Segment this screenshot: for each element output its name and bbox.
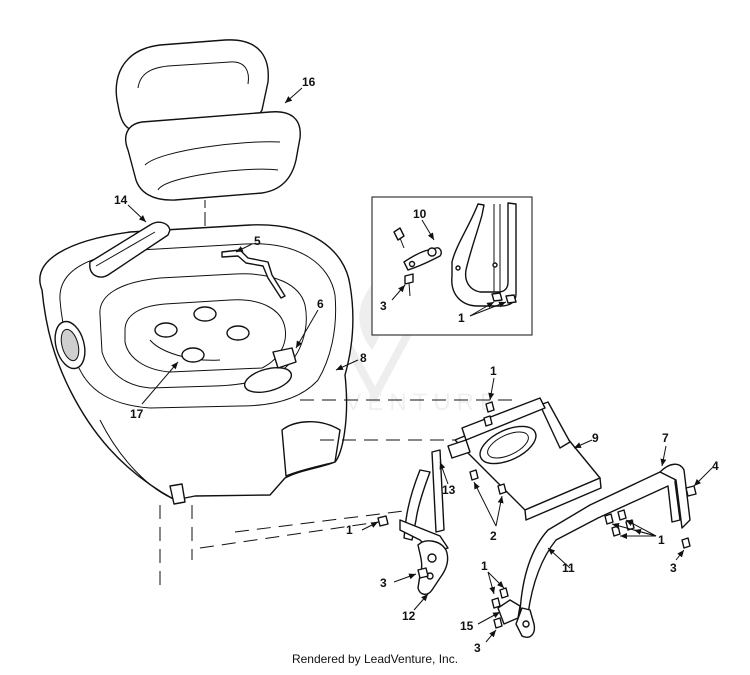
callout-1-right: 1 <box>658 533 665 547</box>
hinge-12-part <box>417 540 449 595</box>
callout-1-bottom: 1 <box>481 559 488 573</box>
bracket-15-part <box>491 587 521 629</box>
bracket-13-part <box>399 449 449 556</box>
callout-2: 2 <box>490 529 497 543</box>
footer-credit: Rendered by LeadVenture, Inc. <box>291 652 459 666</box>
rear-frame-part <box>515 463 691 638</box>
callout-1-top: 1 <box>490 364 497 378</box>
rod-part <box>221 249 286 299</box>
callout-14: 14 <box>114 193 128 207</box>
callout-11: 11 <box>562 561 575 575</box>
callout-3-left: 3 <box>380 576 387 590</box>
mounting-plate-part <box>447 397 602 521</box>
seat-part <box>115 39 301 212</box>
callout-16: 16 <box>302 75 316 89</box>
fender-body-part <box>39 224 354 505</box>
callout-9: 9 <box>592 431 599 445</box>
callout-7: 7 <box>662 431 669 445</box>
callout-3-inset: 3 <box>380 299 387 313</box>
callout-10: 10 <box>413 207 427 221</box>
callout-4: 4 <box>712 459 719 473</box>
callout-6: 6 <box>317 297 324 311</box>
callout-12: 12 <box>402 609 416 623</box>
inset-detail <box>371 196 533 336</box>
callout-1-inset: 1 <box>458 311 465 325</box>
callout-1-left: 1 <box>346 523 353 537</box>
callout-17: 17 <box>130 407 144 421</box>
callout-3-right: 3 <box>670 561 677 575</box>
right-bolt-row <box>604 509 635 537</box>
callout-13: 13 <box>442 483 456 497</box>
callout-8: 8 <box>360 351 367 365</box>
cover-part <box>89 221 171 278</box>
callout-5: 5 <box>254 234 261 248</box>
callout-3-bottom: 3 <box>474 641 481 655</box>
callout-15: 15 <box>460 619 474 633</box>
